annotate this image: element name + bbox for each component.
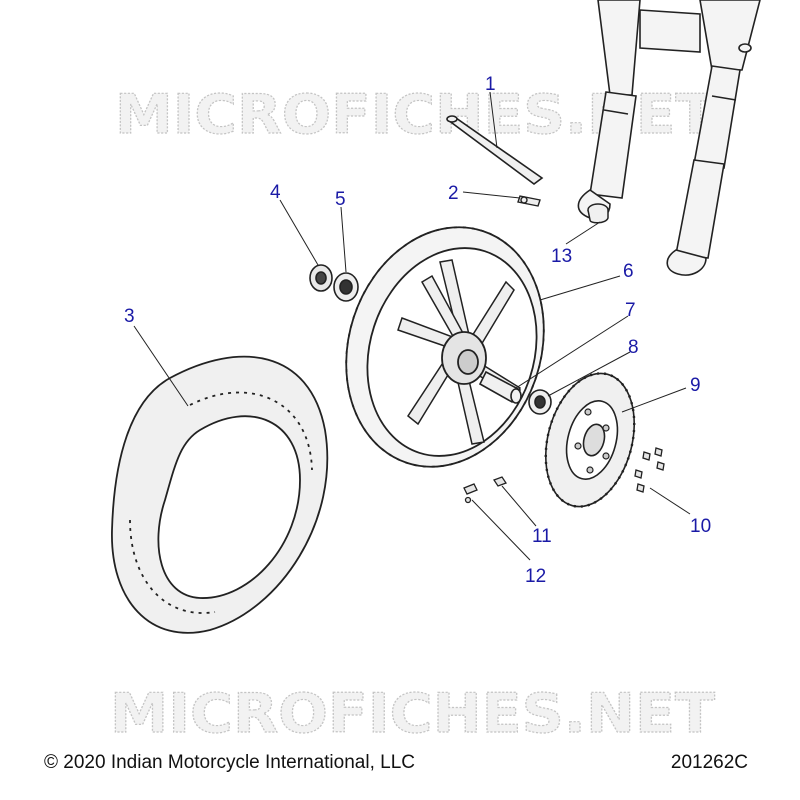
valve-core-illustration: [493, 476, 507, 487]
seal-illustration: [309, 264, 333, 292]
callout-12: 12: [525, 566, 546, 587]
bearing-right-illustration: [528, 389, 552, 415]
callout-4: 4: [270, 182, 281, 203]
pinch-bolt-illustration: [517, 195, 541, 207]
wheel-illustration: [345, 226, 545, 468]
callout-6: 6: [623, 261, 634, 282]
callout-13: 13: [551, 246, 572, 267]
callout-11: 11: [532, 526, 552, 547]
axle-illustration: [446, 115, 544, 185]
valve-stem-illustration: [463, 483, 478, 504]
brake-rotor-illustration: [544, 372, 636, 508]
tire-illustration: [111, 355, 329, 634]
copyright-text: © 2020 Indian Motorcycle International, …: [44, 752, 415, 773]
spacer-illustration: [587, 203, 609, 224]
callout-7: 7: [625, 300, 636, 321]
front-fork-illustration: [577, 0, 761, 276]
rotor-bolts-illustration: [634, 447, 665, 493]
callout-5: 5: [335, 189, 346, 210]
drawing-id: 201262C: [670, 752, 748, 773]
callout-2: 2: [448, 183, 459, 204]
watermark-bottom: MICROFICHES.NET: [110, 682, 715, 745]
callout-1: 1: [485, 74, 496, 95]
callout-10: 10: [690, 516, 711, 537]
bearing-illustration: [333, 272, 359, 302]
callout-9: 9: [690, 375, 701, 396]
callout-8: 8: [628, 337, 639, 358]
hub-spacer-illustration: [478, 370, 522, 404]
callout-3: 3: [124, 306, 135, 327]
leader-lines: [133, 91, 691, 561]
